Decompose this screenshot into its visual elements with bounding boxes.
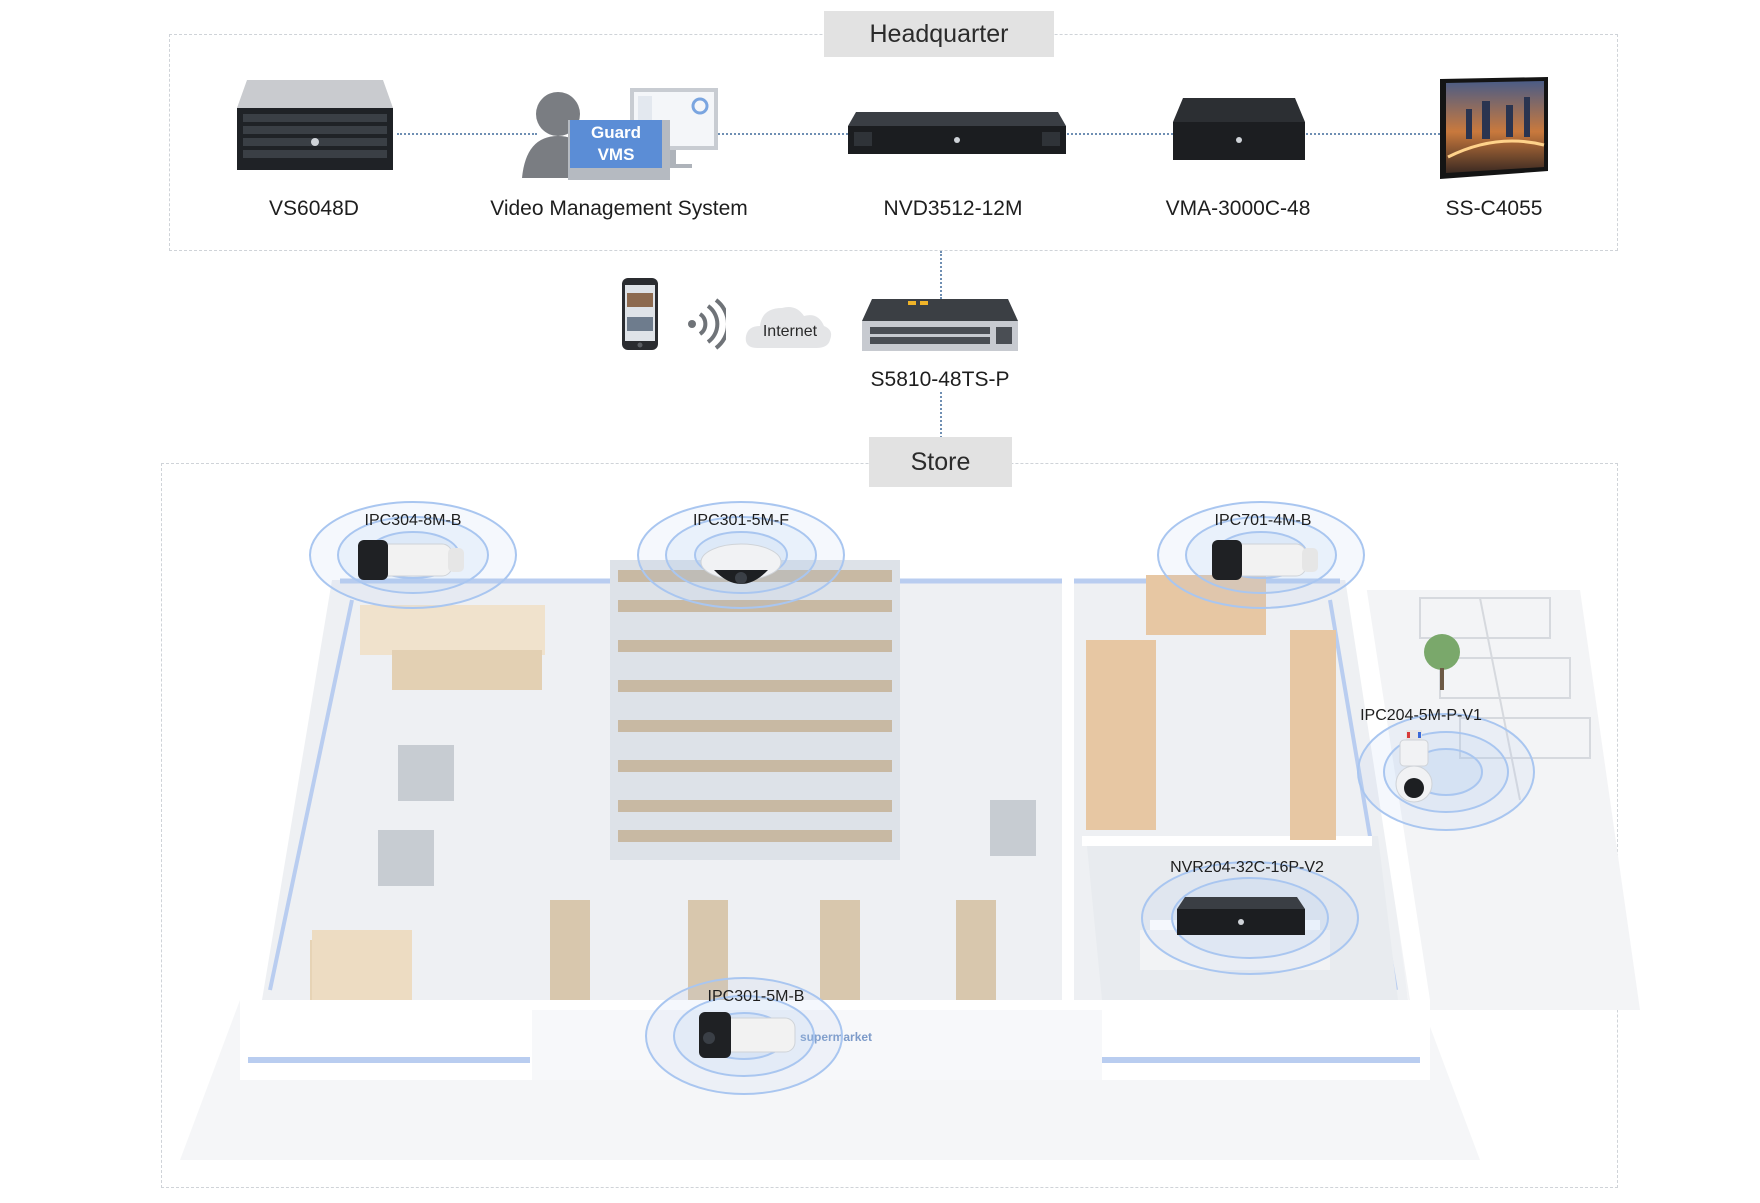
bullet-camera-icon — [356, 536, 466, 588]
link-line — [1067, 133, 1173, 135]
storefront-sign: supermarket — [800, 1030, 873, 1044]
headquarter-title: Headquarter — [824, 11, 1054, 57]
coverage-ring — [1356, 712, 1536, 832]
camera-label: IPC301-5M-F — [692, 512, 790, 529]
video-analytics-box-icon — [1169, 96, 1309, 164]
link-line — [718, 133, 848, 135]
ptz-camera-icon — [1392, 728, 1436, 808]
cloud-icon — [744, 298, 832, 350]
device-label: Video Management System — [490, 197, 748, 220]
uplink-line — [940, 251, 942, 299]
device-label: NVD3512-12M — [883, 197, 1023, 220]
downlink-line — [940, 392, 942, 438]
fisheye-camera-icon — [698, 540, 784, 594]
nvr-icon — [1175, 895, 1307, 939]
device-label: VMA-3000C-48 — [1165, 197, 1311, 220]
switch-label: S5810-48TS-P — [870, 368, 1010, 391]
device-label: VS6048D — [269, 197, 359, 220]
guard-vms-line2: VMS — [597, 145, 635, 164]
internet-label: Internet — [762, 323, 818, 340]
link-line — [1306, 133, 1440, 135]
smartphone-icon — [621, 277, 659, 351]
camera-label: IPC301-5M-B — [707, 988, 805, 1005]
guard-vms-line1: Guard — [590, 123, 642, 142]
link-line — [397, 133, 537, 135]
poe-switch-icon — [860, 297, 1020, 357]
device-label: SS-C4055 — [1445, 197, 1543, 220]
video-decoder-icon — [846, 110, 1068, 158]
camera-label: IPC701-4M-B — [1214, 512, 1312, 529]
store-title: Store — [869, 437, 1012, 487]
camera-label: IPC204-5M-P-V1 — [1360, 707, 1482, 724]
storage-server-icon — [233, 78, 397, 173]
bullet-camera-icon — [697, 1008, 807, 1064]
guard-vms-badge: Guard VMS — [570, 120, 662, 168]
camera-label: IPC304-8M-B — [364, 512, 462, 529]
camera-label: NVR204-32C-16P-V2 — [1170, 859, 1324, 876]
bullet-camera-icon — [1210, 536, 1320, 588]
wifi-signal-icon — [686, 298, 726, 350]
video-wall-display-icon — [1436, 75, 1552, 185]
